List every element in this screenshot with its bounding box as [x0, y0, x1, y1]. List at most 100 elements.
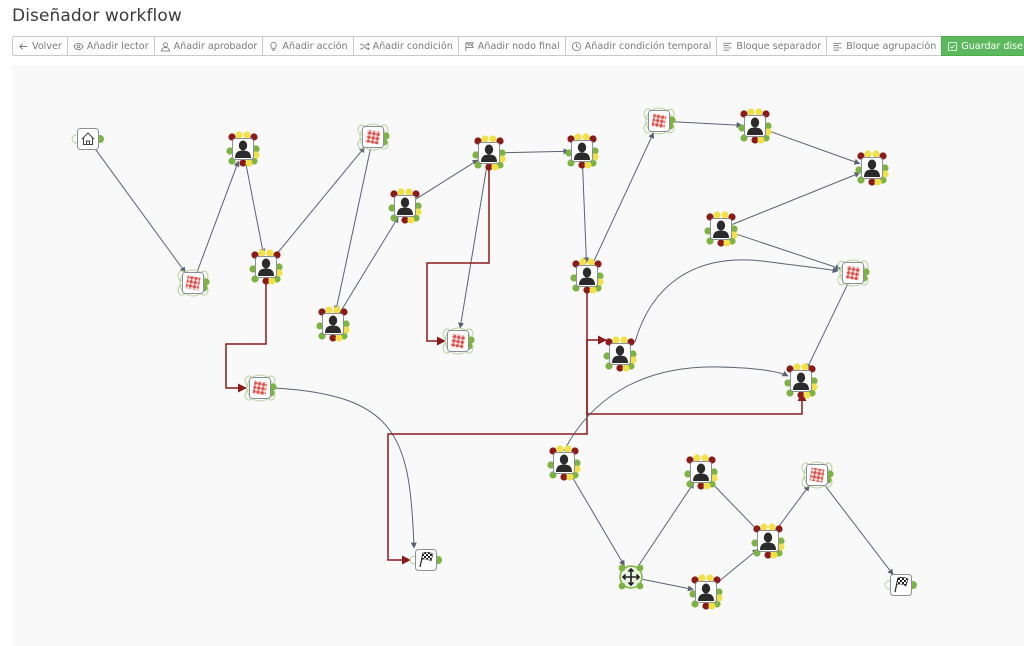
workflow-node-condition[interactable]	[244, 374, 277, 402]
port-dot	[325, 306, 333, 314]
user-head	[796, 372, 806, 383]
edge-u13-g1	[569, 473, 625, 567]
port-dot	[252, 145, 260, 153]
workflow-node-approver[interactable]	[547, 445, 581, 481]
workflow-node-approver[interactable]	[226, 131, 260, 167]
user-body	[698, 593, 714, 601]
port-dot	[333, 306, 341, 314]
workflow-node-approver[interactable]	[751, 523, 785, 559]
grouping-block-button[interactable]: Bloque agrupación	[826, 36, 943, 56]
edge-u3-u4	[338, 216, 399, 315]
workflow-node-approver[interactable]	[249, 249, 283, 285]
user-head	[750, 117, 760, 128]
port-dot	[239, 159, 247, 167]
port-dot	[405, 188, 413, 196]
checker-glyph	[651, 113, 667, 129]
edge-c2-u3	[333, 148, 371, 312]
separator-block-button[interactable]: Bloque separador	[716, 36, 828, 56]
port-dot	[583, 286, 591, 294]
port-dot	[810, 383, 818, 391]
checker-icon	[651, 113, 667, 129]
add-reader-button[interactable]: Añadir lector	[66, 36, 155, 56]
checker-glyph	[845, 265, 861, 281]
edge-u8-u9	[766, 129, 861, 165]
shuffle-icon	[359, 41, 370, 52]
add-action-button[interactable]: Añadir acción	[262, 36, 354, 56]
move-arrows-glyph	[621, 567, 641, 587]
port-dot	[618, 564, 626, 572]
port-dot	[481, 135, 489, 143]
workflow-node-approver[interactable]	[316, 306, 350, 342]
flag-cloth	[896, 576, 909, 587]
workflow-node-condition[interactable]	[643, 107, 676, 135]
workflow-node-final[interactable]	[409, 549, 442, 571]
workflow-node-condition[interactable]	[837, 259, 870, 287]
edge-u16-c7	[774, 484, 810, 532]
port-dot	[668, 116, 676, 124]
checker-icon	[365, 129, 381, 145]
port-dot	[269, 383, 277, 391]
user-head	[701, 583, 711, 594]
port-dot	[636, 582, 644, 590]
port-dot	[584, 161, 592, 169]
port-dot	[770, 551, 778, 559]
edge-u5-u6	[500, 148, 570, 155]
workflow-node-approver[interactable]	[738, 108, 772, 144]
workflow-node-final[interactable]	[884, 574, 917, 596]
workflow-node-approver[interactable]	[603, 336, 637, 372]
port-dot	[764, 122, 772, 130]
toolbar: Volver Añadir lector Añadir aprobador Añ…	[12, 36, 1024, 56]
checker-glyph	[185, 275, 201, 291]
port-dot	[268, 277, 276, 285]
user-body	[325, 325, 341, 333]
edge-u7-f1	[387, 288, 588, 565]
port-dot	[702, 602, 710, 610]
port-dot	[751, 539, 759, 547]
port-dot	[738, 124, 746, 132]
workflow-node-approver[interactable]	[784, 363, 818, 399]
workflow-node-start[interactable]	[71, 128, 104, 150]
back-button-label: Volver	[32, 40, 62, 52]
port-dot	[723, 239, 731, 247]
workflow-node-condition[interactable]	[442, 327, 475, 355]
port-dot	[414, 202, 422, 210]
back-button[interactable]: Volver	[12, 36, 68, 56]
workflow-node-condition[interactable]	[177, 269, 210, 297]
workflow-node-approver[interactable]	[472, 135, 506, 171]
port-dot	[826, 470, 834, 478]
port-dot	[872, 150, 880, 158]
port-dot	[612, 336, 620, 344]
port-dot	[710, 468, 718, 476]
edge-c5-u8	[670, 121, 743, 129]
user-body	[760, 542, 776, 550]
port-dot	[636, 564, 644, 572]
port-dot	[498, 149, 506, 157]
workflow-node-approver[interactable]	[570, 258, 604, 294]
workflow-node-approver[interactable]	[689, 574, 723, 610]
edge-g1-u15	[642, 578, 694, 592]
port-dot	[235, 131, 243, 139]
workflow-node-condition[interactable]	[801, 461, 834, 489]
add-approver-button[interactable]: Añadir aprobador	[153, 36, 264, 56]
user-body	[481, 154, 497, 162]
workflow-node-action[interactable]	[618, 564, 644, 590]
workflow-node-approver[interactable]	[565, 133, 599, 169]
arrow-left-icon	[18, 41, 29, 52]
add-condition-button[interactable]: Añadir condición	[352, 36, 459, 56]
port-dot	[498, 155, 506, 163]
user-body	[556, 464, 572, 472]
workflow-node-approver[interactable]	[388, 188, 422, 224]
port-dot	[757, 136, 765, 144]
workflow-node-condition[interactable]	[357, 123, 390, 151]
port-dot	[713, 211, 721, 219]
workflow-node-approver[interactable]	[855, 150, 889, 186]
check-square-icon	[947, 41, 958, 52]
workflow-diagram	[71, 107, 917, 610]
workflow-node-approver[interactable]	[704, 211, 738, 247]
add-final-node-button[interactable]: Añadir nodo final	[457, 36, 566, 56]
workflow-canvas[interactable]	[12, 65, 1024, 646]
save-design-button[interactable]: Guardar diseño	[941, 36, 1024, 56]
add-temporal-condition-button[interactable]: Añadir condición temporal	[564, 36, 718, 56]
port-dot	[342, 326, 350, 334]
workflow-node-approver[interactable]	[684, 454, 718, 490]
